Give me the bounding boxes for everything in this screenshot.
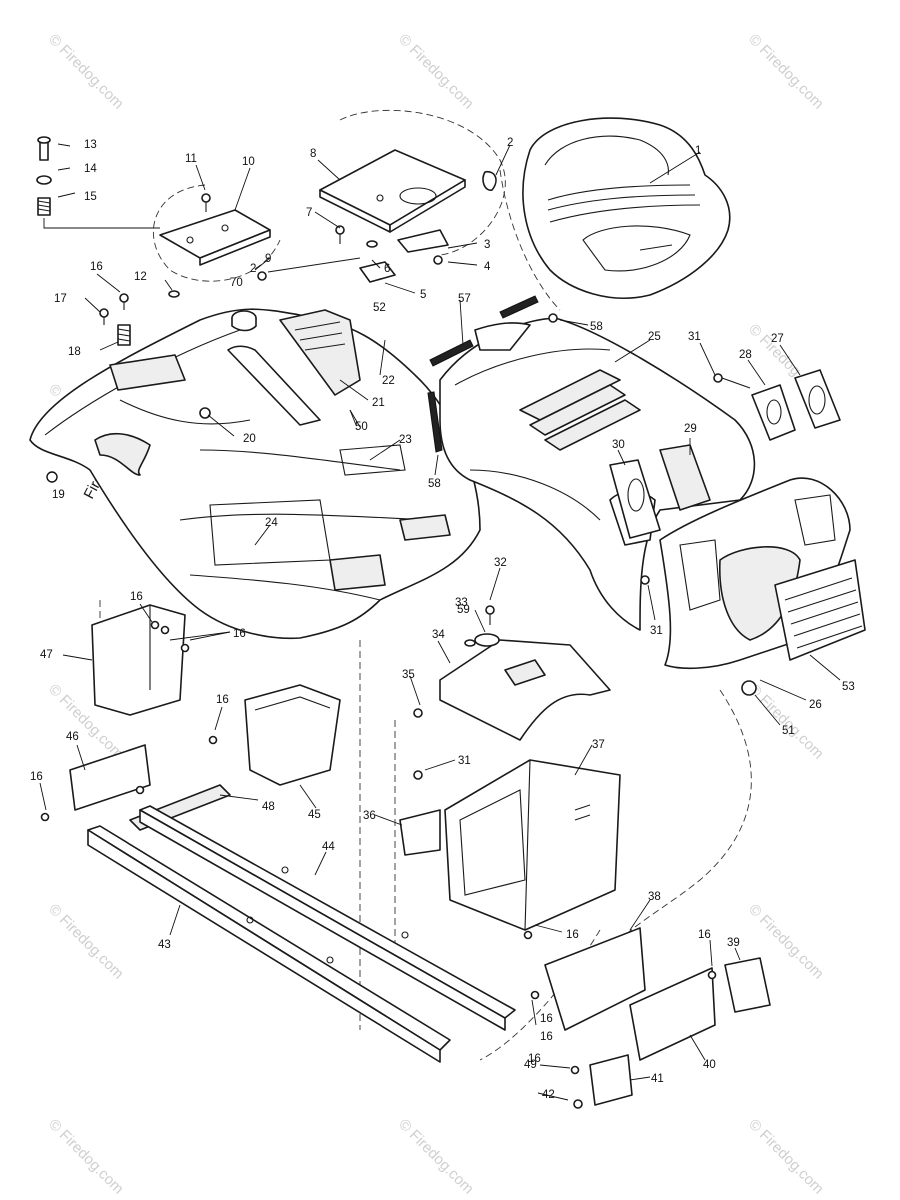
seat-plate-part [319,149,466,253]
callout: 14 [84,163,97,175]
callout: 8 [310,148,316,160]
callout: 16 [698,929,711,941]
callout: 9 [265,253,271,265]
lower-bracket-parts [523,927,771,1109]
callout: 50 [355,421,368,433]
callout: 16 [216,694,229,706]
callout: 16 [566,929,579,941]
callout: 42 [542,1089,555,1101]
callout: 5 [420,289,426,301]
callout: 2 [250,263,256,275]
callout: 15 [84,191,97,203]
watermark: © Firedog.com [745,681,827,763]
callout: 30 [612,439,625,451]
callout: 26 [809,699,822,711]
callout: 53 [842,681,855,693]
callout: 58 [428,478,441,490]
watermark: © Firedog.com [45,31,127,113]
callout: 16 [90,261,103,273]
callout: 48 [262,801,275,813]
battery-tray-part [244,684,341,786]
callout: 51 [782,725,795,737]
callout: 40 [703,1059,716,1071]
callout: 16 [30,771,43,783]
callout: 24 [265,517,278,529]
callout: 49 [524,1059,537,1071]
callout: 38 [648,891,661,903]
callout: 41 [651,1073,664,1085]
callout: 58 [590,321,603,333]
callout: 21 [372,397,385,409]
frame-rails [87,805,516,1063]
callout: 16 [540,1013,553,1025]
callout: 13 [84,139,97,151]
callout: 47 [40,649,53,661]
callout: 1 [695,145,701,157]
watermark: © Firedog.com [45,1116,127,1198]
bracket-parts [40,604,231,831]
callout: 6 [384,263,390,275]
callout: 33 [455,597,468,609]
console-box-part [399,759,621,931]
callout: 46 [66,731,79,743]
hinge-plate-part [159,209,271,266]
callout: 43 [158,939,171,951]
callout: 59 [457,604,470,616]
callout: 37 [592,739,605,751]
callout: 28 [739,349,752,361]
copyright-mark [46,471,58,483]
callout: 57 [458,293,471,305]
callout: 31 [688,331,701,343]
callout: 20 [243,433,256,445]
callout: 23 [399,434,412,446]
callout: 31 [458,755,471,767]
callout: 7 [306,207,312,219]
leader-lines [39,143,841,1101]
callout: 16 [528,1053,541,1065]
hardware-bolt-spring [36,136,497,346]
callout: 39 [727,937,740,949]
callout: 10 [242,156,255,168]
callout: 32 [494,557,507,569]
seat-part [522,117,731,299]
callout: 34 [432,629,445,641]
dash-cover-part [413,605,611,741]
callout: 18 [68,346,81,358]
callout: 22 [382,375,395,387]
callout: 16 [540,1031,553,1043]
callout: 16 [233,628,246,640]
callout: 2 [507,137,513,149]
callout: 44 [322,841,335,853]
callout: 27 [771,333,784,345]
watermark: © Firedog.com [395,31,477,113]
callout: 11 [185,153,197,165]
callout: 19 [52,489,65,501]
watermark: © Firedog.com [45,901,127,983]
watermark: © Firedog.com [745,31,827,113]
fender-body-part [29,308,481,640]
callout: 70 [230,277,243,289]
callout: 29 [684,423,697,435]
callout: 4 [484,261,491,273]
headlight-lenses [609,369,866,661]
watermark: © Firedog.com [395,1116,477,1198]
callout: 17 [54,293,67,305]
callout: 52 [373,302,386,314]
callout: 12 [134,271,147,283]
callout: 45 [308,809,321,821]
watermark: © Firedog.com [745,1116,827,1198]
callout: 16 [130,591,143,603]
callout-labels: 1 2 2 3 4 5 6 7 8 9 10 11 12 13 14 15 16… [30,137,855,1101]
callout: 36 [363,810,376,822]
callout: 25 [648,331,661,343]
callout: 31 [650,625,663,637]
callout: 3 [484,239,490,251]
callout: 35 [402,669,415,681]
